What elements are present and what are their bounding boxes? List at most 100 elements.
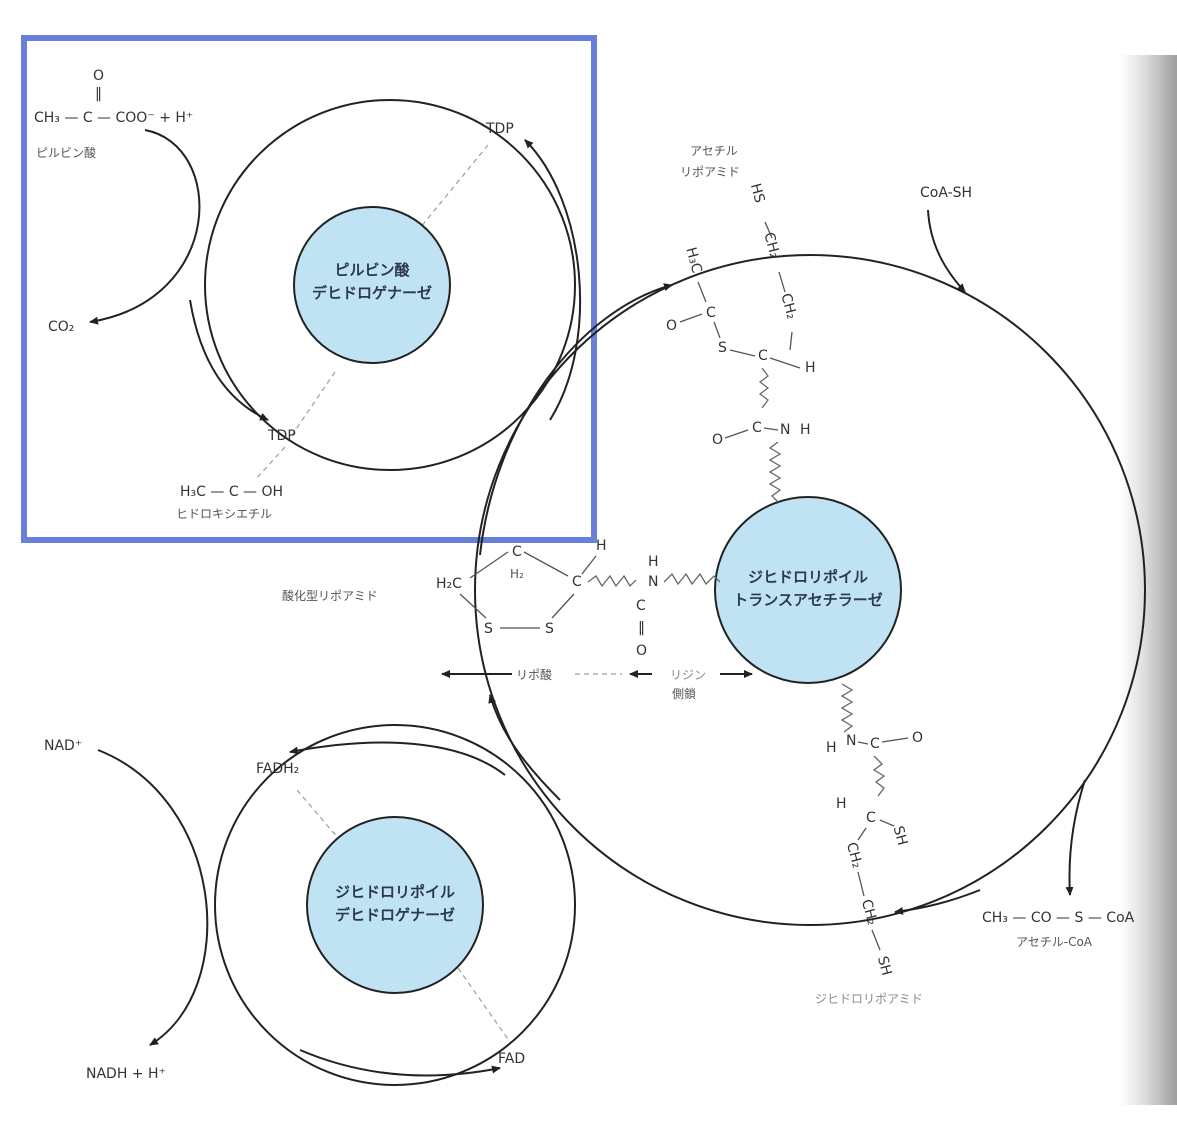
fadh2-label: FADH₂ [256,761,299,777]
nad-label: NAD⁺ [44,738,82,754]
acetyl-ch2-b-group: CH₂ [777,292,799,321]
e1-dash-top [419,144,489,229]
tdp-top-label: TDP [485,121,514,137]
acetyl-coa-formula: CH₃ — CO — S — CoA [982,910,1135,926]
e3-label-line2: デヒドロゲナーゼ [335,906,455,924]
acetyl-h3c-group: H₃C [682,246,704,275]
acetyl-zigzag-2 [768,441,782,503]
acetyl-c1: C [706,305,716,321]
ox-bond-h2c-s [459,593,487,619]
e2-ring-arrow-left [479,283,673,556]
nad-to-nadh-arrow [97,749,209,1046]
ox-dbl: ‖ [638,620,645,636]
e2-enzyme-circle [714,496,902,684]
ox-bond-c-c [523,551,569,577]
e1-ring [204,99,576,471]
acetyl-hs: HS [747,182,768,205]
dihydro-ch2a-group: CH₂ [843,841,865,870]
tdp-upper-arc [524,139,582,421]
pyruvate-formula: CH₃ — C — COO⁻ + H⁺ [34,110,193,126]
oxidized-lipoamide-name: 酸化型リポアミド [282,588,378,603]
pyruvate-double-bond: ‖ [95,86,102,102]
dihydro-sh1: SH [890,824,910,847]
hydroxyethyl-formula: H₃C — C — OH [180,484,283,500]
dihydro-bond-csh [879,819,895,827]
fadh2-arrow [289,741,506,776]
e1-label-line1: ピルビン酸 [334,261,410,279]
pyruvate-o-top: O [93,68,104,84]
highlight-frame [21,35,597,543]
dihydro-bond-nc [857,741,869,745]
acetyl-bond-cn [763,427,779,431]
co2-label: CO₂ [48,319,74,335]
e1-label-line2: デヒドロゲナーゼ [312,284,432,302]
acetyl-bond-co [679,313,703,323]
ox-bond-h2c-c [469,551,509,579]
tdp-lower-arc [189,299,269,421]
acetyl-h3c: H₃C [682,246,704,275]
ox-zigzag-1 [587,574,637,588]
e3-dash-top [296,789,339,839]
acetyl-lipoamide-name-line2: リポアミド [680,165,740,179]
e2-group: ジヒドロリポイル トランスアセチラーゼ [474,254,1146,926]
e3-enzyme-circle [306,816,484,994]
ox-h2c: H₂C [436,576,462,592]
e1-group: ピルビン酸 デヒドロゲナーゼ [204,99,576,471]
dihydro-h2: H [836,796,847,812]
dihydro-ch2b-group: CH₂ [858,898,880,927]
acetyl-lipoamide-name-line1: アセチル [690,144,738,158]
coa-sh-label: CoA-SH [920,185,972,201]
acetyl-n1: N [780,422,790,438]
ox-s-left: S [484,621,493,637]
acetyl-lipoamide-chain: HS [747,182,768,205]
ox-h2: H₂ [510,567,524,581]
coa-sh-entry-arrow [927,209,966,293]
ox-h: H [596,538,607,554]
ox-zigzag-2 [663,572,721,586]
dihydro-sh1-group: SH [890,824,910,847]
dihydro-bond-2 [857,871,865,897]
pyruvate-name: ピルビン酸 [36,145,96,160]
e3-ring [214,724,576,1086]
hydroxyethyl-dash [254,446,286,481]
dihydro-bond-co [881,737,909,743]
ox-n: N [648,574,658,590]
acetyl-bond-2 [778,271,786,293]
acetyl-h1: H [805,360,816,376]
dihydro-c2: C [866,810,876,826]
lysine-label-line2: 側鎖 [672,686,696,701]
ox-s-right: S [545,621,554,637]
dihydro-ch2-b: CH₂ [858,898,880,927]
e3-group: ジヒドロリポイル デヒドロゲナーゼ [214,724,576,1086]
fad-label: FAD [498,1051,525,1067]
acetyl-ch2-b: CH₂ [777,292,799,321]
ox-c-amide: C [636,598,646,614]
acetyl-bond-cs [713,321,721,339]
e1-dash-bottom [291,371,336,436]
acetyl-bond-1 [764,221,773,239]
fad-arrow [299,1049,501,1077]
acetyl-s1: S [718,340,727,356]
dihydro-n: N [846,733,856,749]
acetyl-c2: C [758,348,768,364]
dihydro-c1: C [870,736,880,752]
dihydro-sh2-group: SH [874,954,894,977]
e3-label-line1: ジヒドロリポイル [335,883,455,901]
pyruvate-to-co2-arrow [89,129,201,325]
ox-h-n: H [648,554,659,570]
acetyl-bond-ch [769,357,801,369]
acetyl-h2: H [800,422,811,438]
ox-c-top: C [512,544,522,560]
hydroxyethyl-name: ヒドロキシエチル [176,507,272,521]
dihydro-sh2: SH [874,954,894,977]
acetyl-ch2-a-group: CH₂ [760,231,782,260]
page-edge-shadow [1120,55,1177,1105]
acetyl-c3: C [752,420,762,436]
e2-ring-arrow-bottom [894,889,981,915]
dihydro-bond-1 [857,827,867,841]
acetyl-coa-name: アセチル-CoA [1016,935,1093,949]
acetyl-ch2-a: CH₂ [760,231,782,260]
dihydro-zigzag-2 [872,755,886,797]
